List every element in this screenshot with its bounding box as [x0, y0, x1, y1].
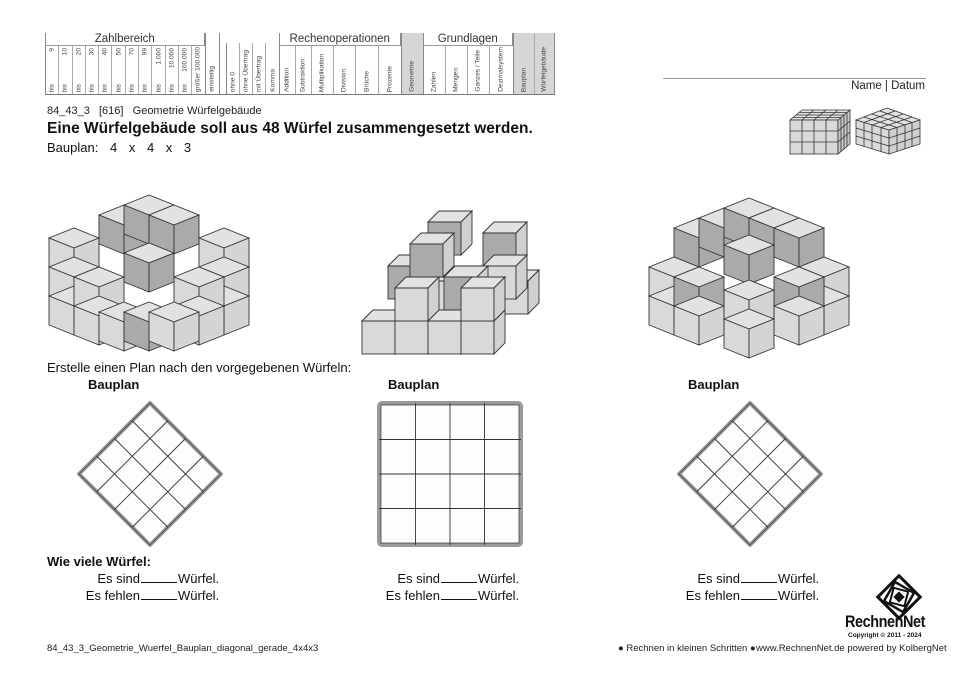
thumbnail-cubes-icon	[788, 107, 922, 155]
footer-url[interactable]: www.RechnenNet.de powered by KolbergNet	[756, 643, 947, 654]
col-brueche: Brüche	[354, 46, 378, 94]
cube-building-3	[648, 197, 850, 359]
count-title: Wie viele Würfel:	[47, 554, 151, 569]
group-title: Zahlbereich	[45, 33, 205, 46]
task-headline: Eine Würfelgebäude soll aus 48 Würfel zu…	[47, 120, 533, 137]
name-date-label: Name | Datum	[851, 80, 925, 92]
count-fehlen-3: Es fehlen Würfel.	[685, 588, 820, 603]
group-bauplan: Bauplan Würfelgebäude	[512, 33, 555, 94]
copyright: Copyright © 2011 - 2024	[848, 632, 922, 639]
col-subtraktion: Subtraktion	[294, 46, 311, 94]
col-addition: Addition	[278, 46, 295, 94]
answer-blank-fehlen-3[interactable]	[741, 588, 777, 600]
col-mengen: Mengen	[444, 46, 467, 94]
col-ohne-uebertrag: ohne Übertrag	[238, 43, 252, 94]
col-dezimalsystem: Dezimalsystem	[488, 46, 513, 94]
group-title: Grundlagen	[422, 33, 513, 46]
count-fehlen-2: Es fehlen Würfel.	[385, 588, 520, 603]
count-sind-2: Es sind Würfel.	[397, 571, 520, 586]
col-bauplan: Bauplan	[512, 33, 534, 94]
brand-name: RechnenNet	[845, 612, 926, 631]
answer-blank-fehlen-1[interactable]	[141, 588, 177, 600]
answer-blank-sind-3[interactable]	[741, 571, 777, 583]
group-rechenoperationen: Rechenoperationen Addition Subtraktion M…	[278, 33, 401, 94]
task-code: 84_43_3	[47, 105, 90, 117]
col-zahlen: Zahlen	[422, 46, 445, 94]
footer-filename: 84_43_3_Geometrie_Wuerfel_Bauplan_diagon…	[47, 643, 319, 654]
col-ohne-0: ohne 0	[225, 43, 239, 94]
task-meta: 84_43_3 [616] Geometrie Würfelgebäude	[47, 105, 262, 117]
group-grundlagen: Grundlagen Zahlen Mengen Ganzes / Teile …	[422, 33, 513, 94]
col-komma: Komma	[265, 43, 278, 94]
task-topic: Geometrie Würfelgebäude	[132, 105, 262, 117]
col-division: Division	[332, 46, 355, 94]
rechnennet-logo-icon	[875, 573, 923, 621]
count-fehlen-1: Es fehlen Würfel.	[85, 588, 220, 603]
group-einstellig: einstellig	[204, 33, 220, 94]
count-sind-3: Es sind Würfel.	[697, 571, 820, 586]
answer-blank-fehlen-2[interactable]	[441, 588, 477, 600]
bauplan-grid-diagonal-1[interactable]	[77, 401, 223, 547]
group-title: Rechenoperationen	[278, 33, 401, 46]
bauplan-label-3: Bauplan	[688, 377, 740, 392]
col-multiplikation: Multiplikation	[310, 46, 333, 94]
group-uebertrag: ohne 0 ohne Übertrag mit Übertrag Komma	[225, 33, 279, 94]
answer-blank-sind-2[interactable]	[441, 571, 477, 583]
cube-building-1	[48, 194, 250, 352]
footer-slogan: ● Rechnen in kleinen Schritten ●	[618, 643, 756, 654]
col-einstellig: einstellig	[204, 33, 220, 94]
answer-blank-sind-1[interactable]	[141, 571, 177, 583]
col-geometrie: Geometrie	[400, 33, 423, 94]
group-geometrie: Geometrie	[400, 33, 423, 94]
name-date-line[interactable]	[663, 78, 926, 79]
col-groesser-100000: größer 100.000	[191, 46, 204, 94]
cube-building-2	[361, 210, 540, 355]
bauplan-label-2: Bauplan	[388, 377, 440, 392]
plan-dimensions: Bauplan: 4 x 4 x 3	[47, 140, 192, 155]
bauplan-label-1: Bauplan	[88, 377, 140, 392]
instruction-text: Erstelle einen Plan nach den vorgegebene…	[47, 360, 352, 375]
col-ganzes-teile: Ganzes / Teile	[466, 46, 489, 94]
col-prozente: Prozente	[377, 46, 401, 94]
col-wuerfelgebaeude: Würfelgebäude	[533, 33, 555, 94]
bauplan-grid-diagonal-3[interactable]	[677, 401, 823, 547]
col-mit-uebertrag: mit Übertrag	[252, 43, 265, 94]
task-number: [616]	[99, 105, 124, 117]
count-sind-1: Es sind Würfel.	[97, 571, 220, 586]
bauplan-grid-straight-2[interactable]	[377, 401, 523, 547]
